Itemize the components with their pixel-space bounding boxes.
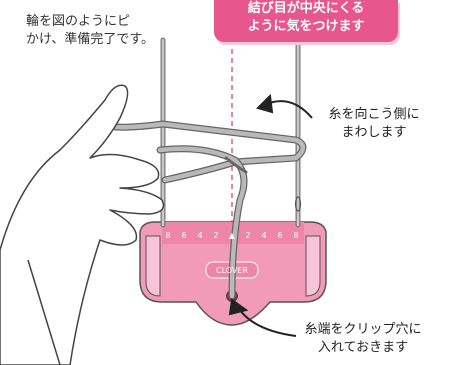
callout-knot-center: 結び目が中央にくる ように気をつけます (214, 0, 398, 42)
scale-mark: 8 (293, 231, 298, 240)
knitting-pins (160, 37, 302, 228)
intro-line-1: 輪を図のようにピ (26, 14, 131, 29)
arrow-to-clip-icon (228, 298, 297, 337)
callout-wrap-line-2: まわします (341, 125, 407, 140)
intro-line-2: かけ、準備完了です。 (26, 32, 155, 47)
callout-knot-line-2: ように気をつけます (247, 19, 365, 34)
callout-wrap-line-1: 糸を向こう側に (328, 107, 420, 122)
scale-mark: 6 (181, 231, 186, 240)
intro-text: 輪を図のようにピ かけ、準備完了です。 (26, 13, 154, 49)
callout-clip-hole: 糸端をクリップ穴に 入れておきます (288, 321, 438, 357)
hand-outline (0, 84, 165, 365)
scale-mark: 4 (261, 231, 266, 240)
scale-mark: 2 (245, 231, 250, 240)
scale-mark: ▲ (229, 231, 236, 240)
arrow-rotate-icon (256, 93, 313, 119)
brand-logo: CLOVER (216, 266, 248, 275)
scale-mark: 8 (165, 231, 170, 240)
callout-knot-line-1: 結び目が中央にくる (247, 1, 365, 16)
scale-mark: 4 (197, 231, 202, 240)
scale-mark: 2 (213, 231, 218, 240)
yarn-loop (96, 116, 307, 300)
callout-clip-line-2: 入れておきます (317, 340, 409, 355)
callout-wrap-yarn: 糸を向こう側に まわします (316, 106, 432, 142)
scale-mark: 6 (277, 231, 282, 240)
callout-clip-line-1: 糸端をクリップ穴に (304, 322, 422, 337)
